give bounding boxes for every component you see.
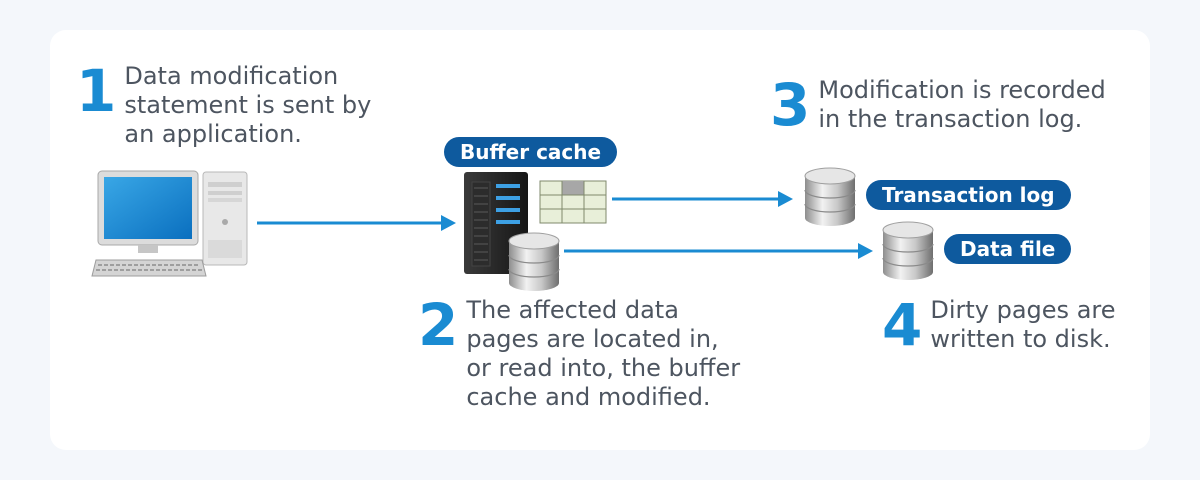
data-file-label: Data file xyxy=(944,234,1072,264)
step-3: 3 Modification is recorded in the transa… xyxy=(770,76,1106,134)
step-4-text: Dirty pages are written to disk. xyxy=(930,296,1116,353)
arrow-app-to-buffer xyxy=(257,215,456,231)
step-1: 1 Data modification statement is sent by… xyxy=(76,62,371,149)
step-2: 2 The affected data pages are located in… xyxy=(418,296,740,412)
transaction-log-label: Transaction log xyxy=(866,180,1071,210)
buffer-cache-label: Buffer cache xyxy=(444,137,618,167)
step-3-number: 3 xyxy=(770,71,811,139)
step-1-text: Data modification statement is sent by a… xyxy=(124,62,372,148)
step-4: 4 Dirty pages are written to disk. xyxy=(882,296,1116,354)
step-2-number: 2 xyxy=(418,291,459,359)
step-2-text: The affected data pages are located in, … xyxy=(466,296,741,411)
step-4-number: 4 xyxy=(882,291,923,359)
arrow-to-transaction-log xyxy=(612,191,793,207)
step-3-text: Modification is recorded in the transact… xyxy=(818,76,1106,133)
buffer-database-icon xyxy=(508,232,560,292)
computer-icon xyxy=(91,170,248,277)
transaction-log-database-icon xyxy=(804,167,856,227)
data-file-database-icon xyxy=(882,221,934,281)
arrow-to-data-file xyxy=(564,243,873,259)
step-1-number: 1 xyxy=(76,57,117,125)
data-page-grid-icon xyxy=(539,180,607,224)
